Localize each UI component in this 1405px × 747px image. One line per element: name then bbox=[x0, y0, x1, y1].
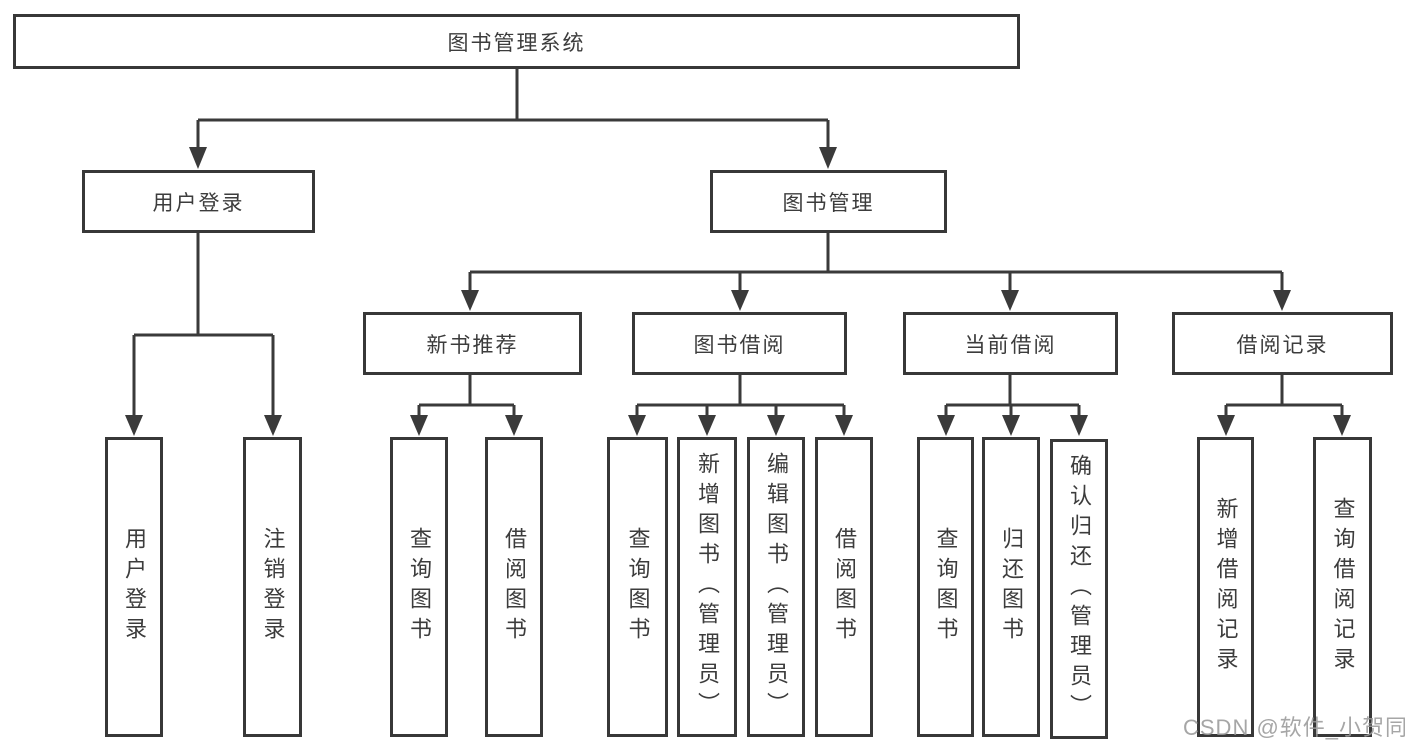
arrowhead bbox=[1070, 415, 1088, 436]
node-book-management-label: 图书管理 bbox=[782, 191, 875, 215]
arrowhead bbox=[505, 415, 523, 436]
connector-root-branch bbox=[196, 68, 830, 149]
leaf-nb-query-books-label: 查询图书 bbox=[407, 527, 432, 647]
connector-book-management-branch bbox=[468, 232, 1284, 292]
arrowhead bbox=[461, 290, 479, 311]
node-book-borrow-label: 图书借阅 bbox=[693, 333, 786, 357]
arrowhead bbox=[628, 415, 646, 436]
leaf-bb-add-books-admin: 新增图书（管理员） bbox=[677, 437, 737, 737]
connector-book-borrow-branch bbox=[635, 375, 846, 417]
node-new-book-recommend: 新书推荐 bbox=[363, 312, 582, 375]
node-current-borrow: 当前借阅 bbox=[903, 312, 1118, 375]
leaf-br-query-record: 查询借阅记录 bbox=[1313, 437, 1372, 737]
connector-new-book-branch bbox=[417, 375, 516, 417]
connector-current-borrow-branch bbox=[944, 375, 1081, 417]
arrowhead bbox=[819, 147, 837, 169]
arrowhead bbox=[731, 290, 749, 311]
connector-borrow-record-branch bbox=[1224, 375, 1344, 417]
leaf-cb-confirm-return-admin-label: 确认归还（管理员） bbox=[1067, 454, 1092, 724]
leaf-nb-query-books: 查询图书 bbox=[390, 437, 448, 737]
leaf-bb-add-books-admin-label: 新增图书（管理员） bbox=[695, 452, 720, 722]
arrowhead bbox=[1001, 290, 1019, 311]
leaf-cb-confirm-return-admin: 确认归还（管理员） bbox=[1050, 439, 1108, 739]
leaf-cb-query-books-label: 查询图书 bbox=[933, 527, 959, 647]
node-borrow-records: 借阅记录 bbox=[1172, 312, 1393, 375]
leaf-logout: 注销登录 bbox=[243, 437, 302, 737]
node-user-login: 用户登录 bbox=[82, 170, 315, 233]
leaf-logout-label: 注销登录 bbox=[260, 527, 286, 647]
arrowhead bbox=[767, 415, 785, 436]
arrowhead bbox=[264, 415, 282, 436]
csdn-watermark: CSDN @软件_小贺同学 bbox=[1183, 715, 1405, 740]
leaf-bb-borrow-books: 借阅图书 bbox=[815, 437, 873, 737]
leaf-cb-return-books: 归还图书 bbox=[982, 437, 1040, 737]
arrowhead bbox=[1273, 290, 1291, 311]
arrowhead bbox=[1333, 415, 1351, 436]
node-root-label: 图书管理系统 bbox=[447, 31, 586, 55]
arrowhead bbox=[937, 415, 955, 436]
arrowhead bbox=[1002, 415, 1020, 436]
leaf-bb-edit-books-admin: 编辑图书（管理员） bbox=[747, 437, 805, 737]
arrowhead bbox=[125, 415, 143, 436]
node-root: 图书管理系统 bbox=[13, 14, 1020, 69]
arrowhead bbox=[698, 415, 716, 436]
leaf-bb-borrow-books-label: 借阅图书 bbox=[832, 527, 857, 647]
leaf-br-add-record-label: 新增借阅记录 bbox=[1213, 497, 1239, 677]
node-current-borrow-label: 当前借阅 bbox=[964, 333, 1057, 357]
connector-user-login-branch bbox=[132, 232, 275, 417]
leaf-nb-borrow-books: 借阅图书 bbox=[485, 437, 543, 737]
leaf-cb-query-books: 查询图书 bbox=[917, 437, 974, 737]
leaf-cb-return-books-label: 归还图书 bbox=[999, 527, 1024, 647]
arrowhead bbox=[189, 147, 207, 169]
leaf-user-login: 用户登录 bbox=[105, 437, 163, 737]
arrowhead bbox=[1217, 415, 1235, 436]
leaf-br-query-record-label: 查询借阅记录 bbox=[1330, 497, 1356, 677]
leaf-br-add-record: 新增借阅记录 bbox=[1197, 437, 1254, 737]
node-new-book-recommend-label: 新书推荐 bbox=[426, 333, 519, 357]
node-book-borrow: 图书借阅 bbox=[632, 312, 847, 375]
leaf-nb-borrow-books-label: 借阅图书 bbox=[502, 527, 527, 647]
leaf-user-login-label: 用户登录 bbox=[122, 527, 147, 647]
node-user-login-label: 用户登录 bbox=[152, 191, 245, 215]
leaf-bb-query-books: 查询图书 bbox=[607, 437, 668, 737]
arrowhead bbox=[410, 415, 428, 436]
arrowhead bbox=[835, 415, 853, 436]
node-book-management: 图书管理 bbox=[710, 170, 947, 233]
leaf-bb-edit-books-admin-label: 编辑图书（管理员） bbox=[764, 452, 789, 722]
leaf-bb-query-books-label: 查询图书 bbox=[625, 527, 651, 647]
node-borrow-records-label: 借阅记录 bbox=[1236, 333, 1329, 357]
